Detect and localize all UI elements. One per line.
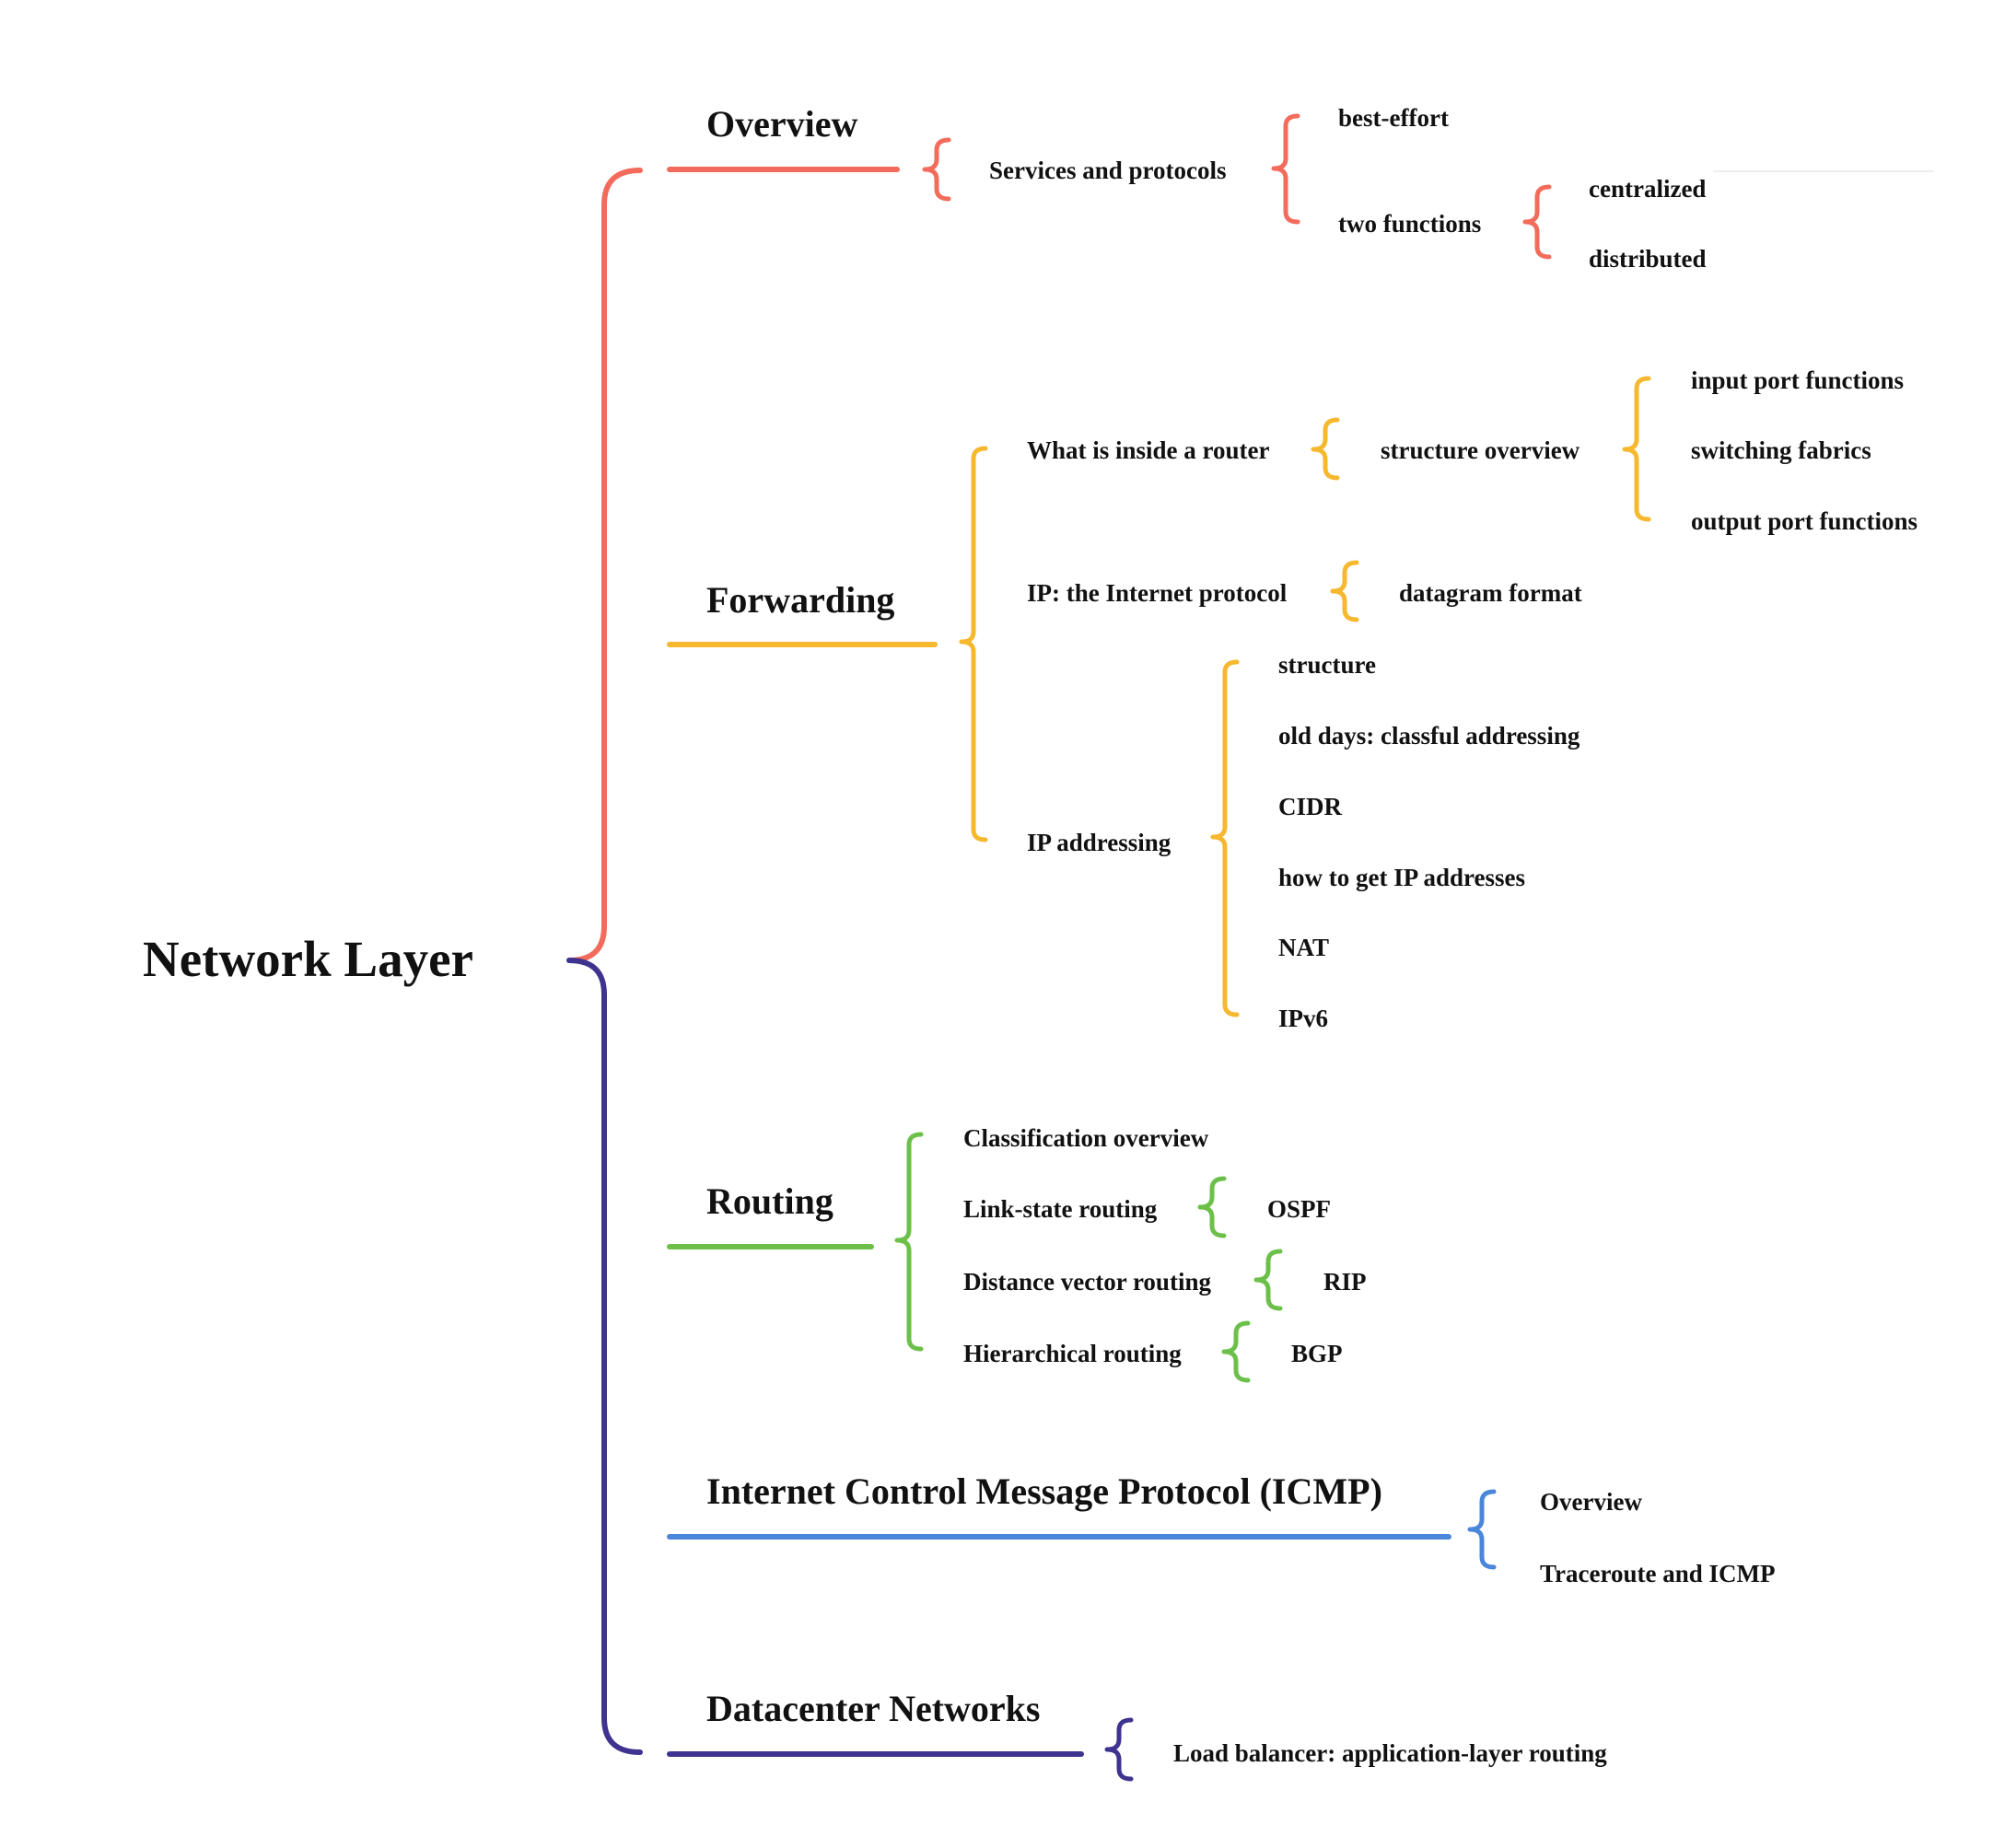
distance-vector-brace — [1253, 1249, 1283, 1311]
node-structure-overview: structure overview — [1381, 436, 1580, 464]
node-distributed: distributed — [1589, 245, 1707, 273]
branch-label-forwarding: Forwarding — [706, 579, 894, 621]
icmp-brace — [1467, 1489, 1497, 1570]
branch-label-routing: Routing — [706, 1180, 833, 1222]
router-brace — [1311, 417, 1340, 481]
node-hierarchical-routing: Hierarchical routing — [963, 1340, 1182, 1367]
node-ipv6: IPv6 — [1278, 1005, 1328, 1032]
node-rip: RIP — [1323, 1268, 1367, 1296]
root-brace-lower — [566, 958, 643, 1755]
routing-brace — [894, 1132, 924, 1352]
root-brace-upper — [566, 168, 643, 963]
node-two-functions: two functions — [1338, 210, 1481, 238]
two-functions-brace — [1522, 184, 1552, 260]
node-cidr: CIDR — [1278, 793, 1343, 820]
ip-addressing-brace — [1210, 659, 1240, 1017]
node-link-state-routing: Link-state routing — [963, 1195, 1158, 1223]
node-structure: structure — [1278, 651, 1376, 679]
node-datagram-format: datagram format — [1399, 579, 1582, 607]
node-input-port-functions: input port functions — [1691, 366, 1904, 394]
node-distance-vector-routing: Distance vector routing — [963, 1268, 1211, 1296]
node-switching-fabrics: switching fabrics — [1691, 436, 1871, 464]
structure-overview-brace — [1622, 376, 1651, 522]
node-load-balancer: Load balancer: application-layer routing — [1173, 1739, 1607, 1767]
node-ospf: OSPF — [1267, 1195, 1331, 1223]
forwarding-brace — [959, 446, 988, 843]
services-brace — [1271, 113, 1300, 225]
node-icmp-overview: Overview — [1540, 1488, 1642, 1516]
node-bgp: BGP — [1291, 1340, 1343, 1367]
node-router: What is inside a router — [1027, 436, 1270, 464]
branch-label-overview: Overview — [706, 103, 857, 145]
datacenter-brace — [1104, 1717, 1134, 1782]
node-best-effort: best-effort — [1338, 104, 1449, 132]
node-classification-overview: Classification overview — [963, 1124, 1209, 1152]
node-output-port-functions: output port functions — [1691, 507, 1918, 535]
ip-brace — [1330, 560, 1359, 622]
node-services-and-protocols: Services and protocols — [989, 157, 1227, 184]
node-nat: NAT — [1278, 934, 1329, 961]
node-classful-addressing: old days: classful addressing — [1278, 722, 1580, 750]
hierarchical-brace — [1221, 1320, 1251, 1383]
node-ip-protocol: IP: the Internet protocol — [1027, 579, 1288, 607]
node-centralized: centralized — [1589, 175, 1706, 203]
root-label: Network Layer — [143, 931, 473, 987]
node-ip-addressing: IP addressing — [1027, 829, 1172, 856]
overview-brace — [922, 137, 951, 202]
node-traceroute: Traceroute and ICMP — [1540, 1560, 1775, 1587]
node-get-ip-addresses: how to get IP addresses — [1278, 864, 1525, 891]
branch-label-icmp: Internet Control Message Protocol (ICMP) — [706, 1470, 1382, 1512]
link-state-brace — [1197, 1176, 1227, 1238]
branch-label-datacenter: Datacenter Networks — [706, 1688, 1040, 1729]
